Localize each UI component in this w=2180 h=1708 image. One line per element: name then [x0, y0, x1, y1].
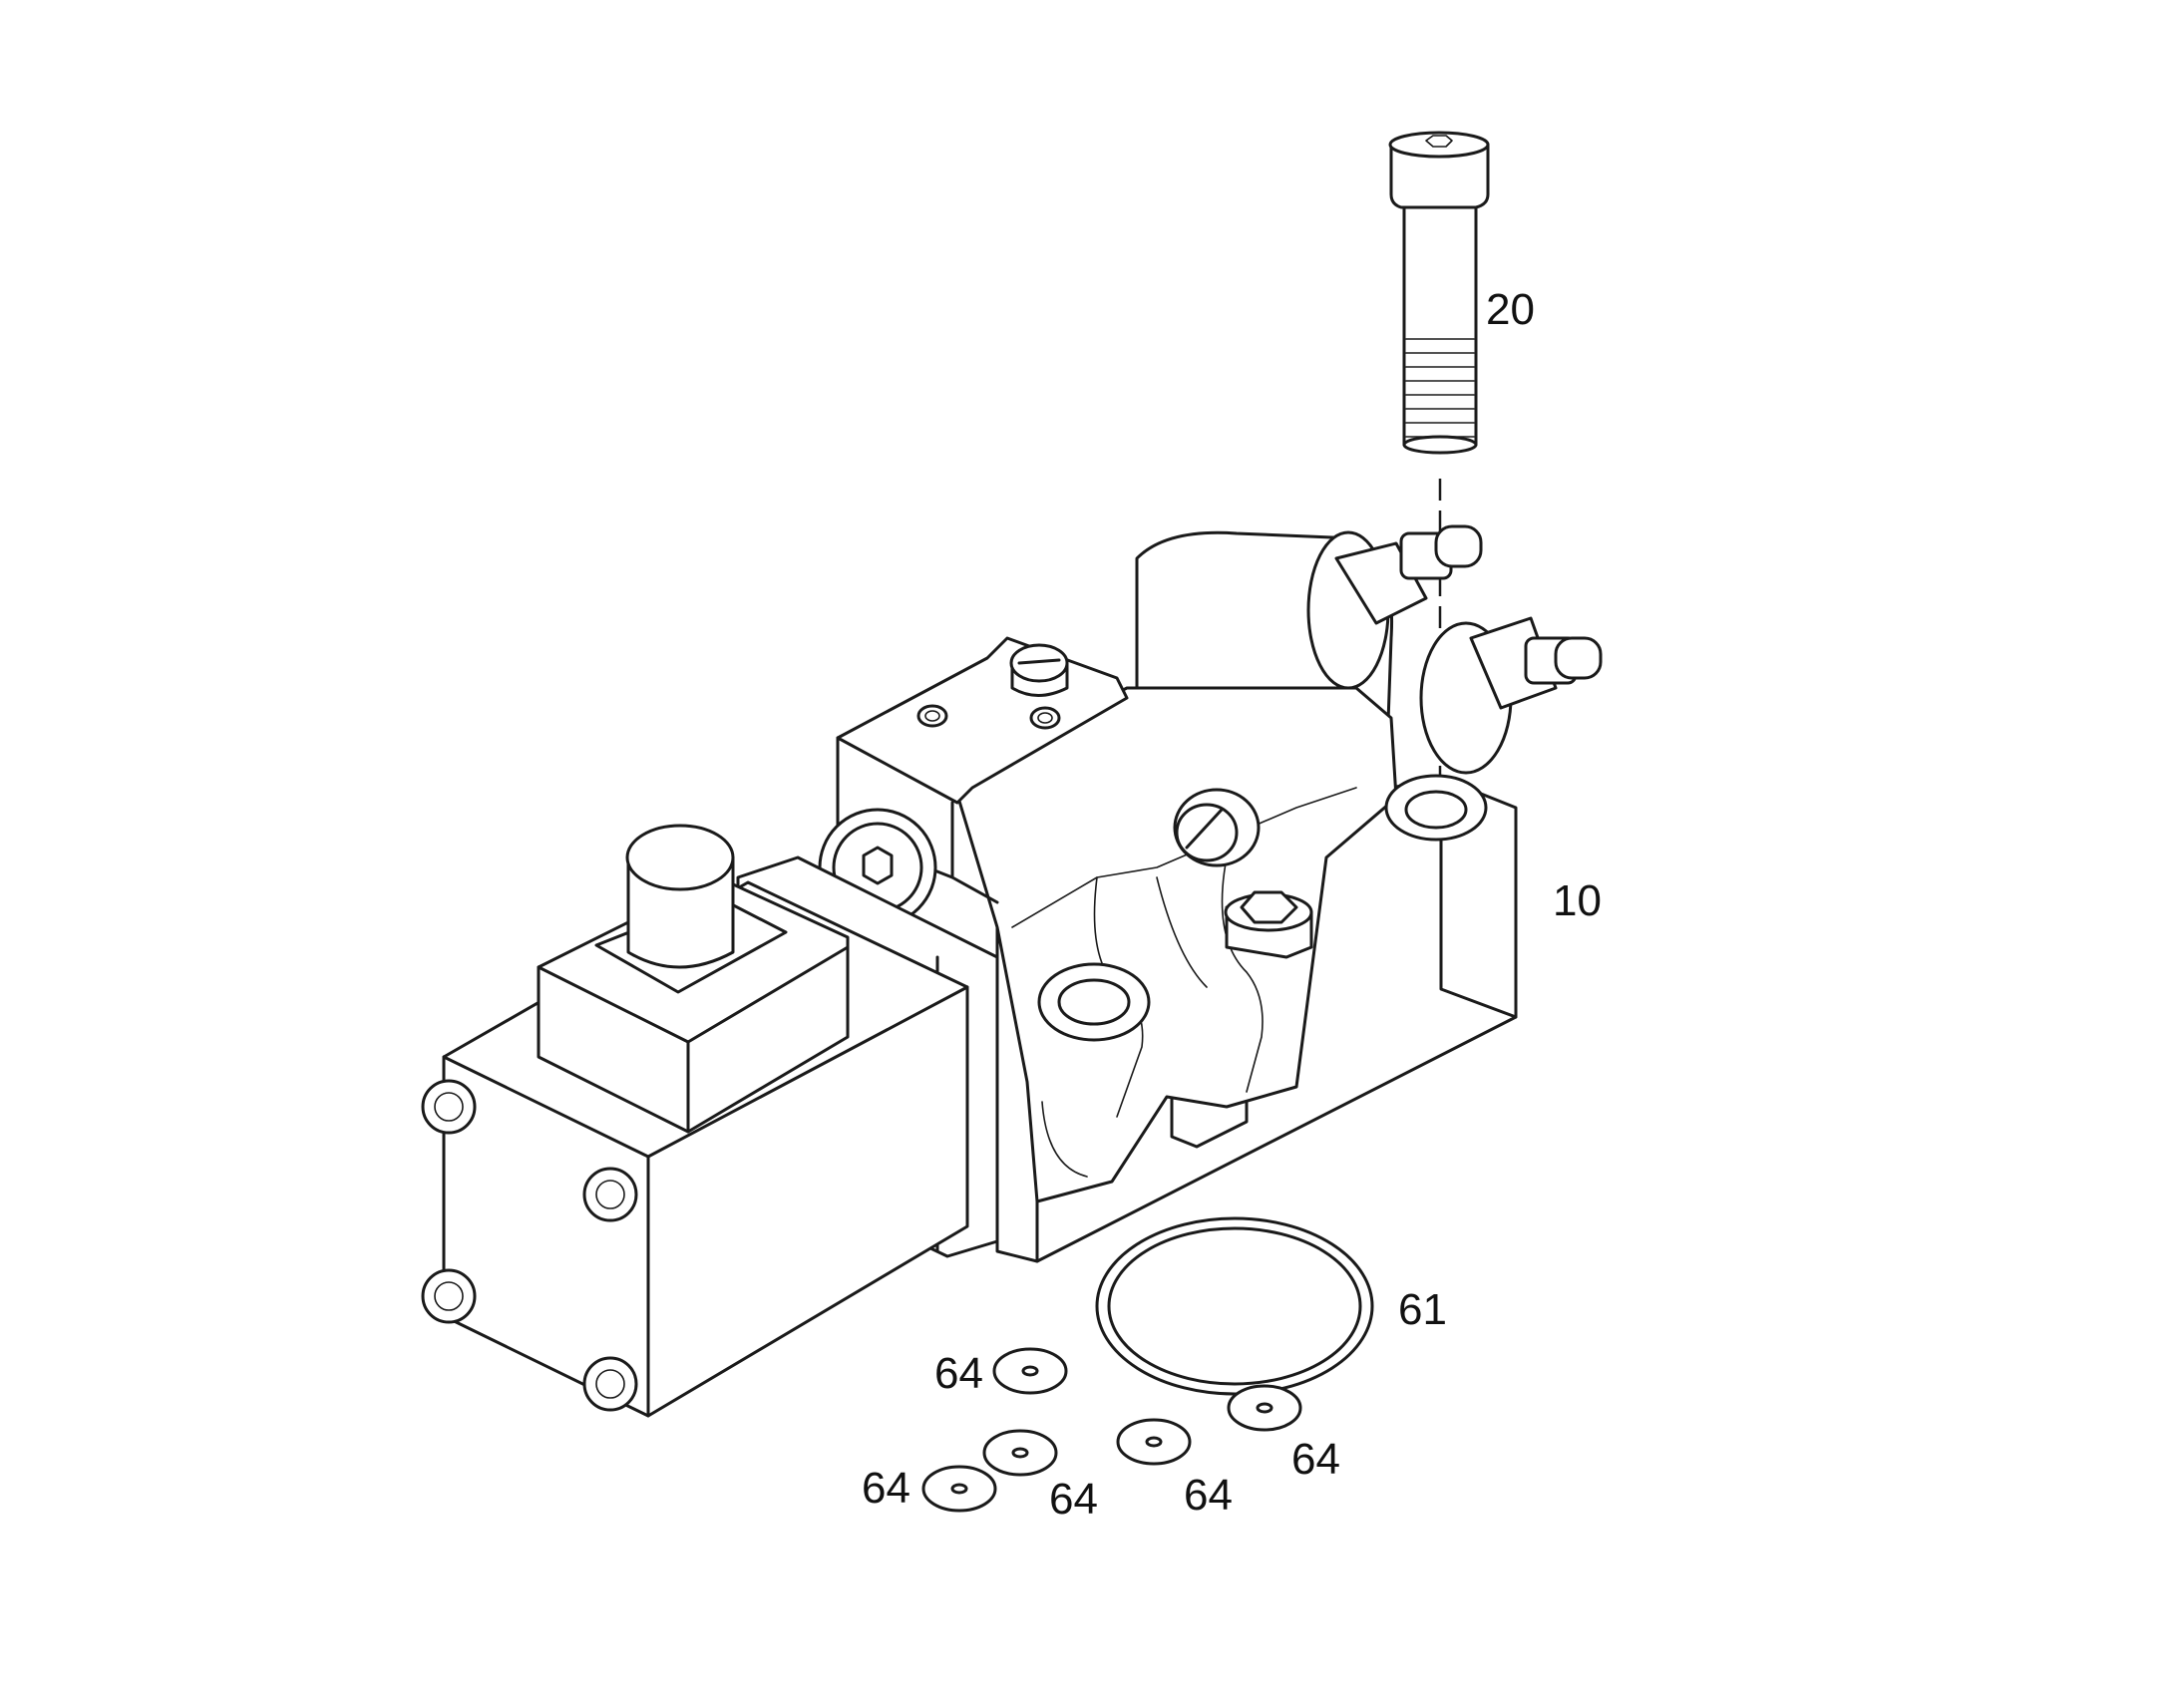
o-ring: [1095, 1216, 1374, 1396]
solenoid-coil: [421, 824, 999, 1418]
callout-64: 64: [1184, 1471, 1233, 1520]
callout-64: 64: [1291, 1435, 1340, 1484]
valve-housing: [818, 524, 1603, 1263]
socket-head-bolt: [1388, 131, 1490, 455]
callout-10: 10: [1553, 876, 1602, 925]
callout-64: 64: [1049, 1475, 1098, 1524]
callout-61: 61: [1398, 1285, 1447, 1334]
callout-64: 64: [934, 1349, 983, 1398]
seal-washers: [921, 1347, 1302, 1513]
callout-20: 20: [1486, 285, 1535, 334]
callout-64: 64: [862, 1464, 910, 1513]
